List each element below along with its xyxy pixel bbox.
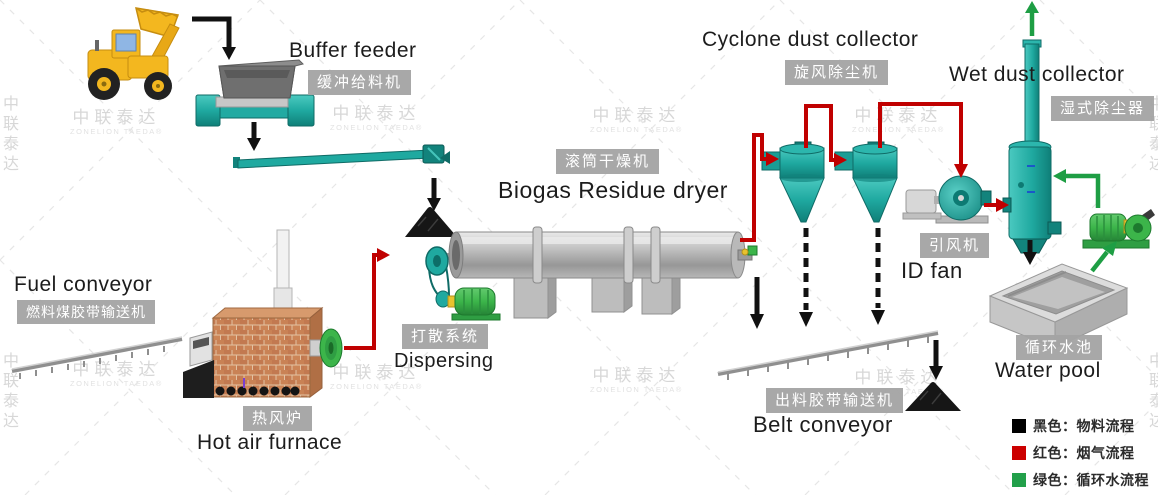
legend-row-material: 黑色：物料流程 [1012,416,1149,436]
label-wet-dust-collector-en: Wet dust collector [949,63,1125,86]
label-belt-conveyor-en: Belt conveyor [753,412,893,437]
label-id-fan-en: ID fan [901,258,963,283]
legend-row-water: 绿色：循环水流程 [1012,470,1149,490]
product-pile [905,382,961,411]
water-flow-swatch [1012,473,1026,487]
label-dispersing-en: Dispersing [394,350,494,372]
label-dryer-en: Biogas Residue dryer [498,177,728,203]
label-water-pool-zh: 循环水池 [1016,335,1103,361]
output-belt-conveyor-illustration [717,330,939,380]
flow-arrows-water [1025,1,1117,273]
label-cyclone-dust-collector-zh: 旋风除尘机 [785,60,889,86]
label-hot-air-furnace-zh: 热风炉 [243,406,313,432]
flow-arrows-material [192,16,1037,380]
label-wet-dust-collector-zh: 湿式除尘器 [1051,96,1155,122]
water-pump-illustration [1082,209,1155,249]
label-dispersing-zh: 打散系统 [402,324,489,350]
material-pile [405,207,457,237]
flue-gas-flow-swatch [1012,446,1026,460]
buffer-feeder-illustration [195,59,315,127]
id-fan-illustration [902,175,992,224]
label-belt-conveyor-zh: 出料胶带输送机 [766,388,904,414]
flow-legend: 黑色：物料流程 红色：烟气流程 绿色：循环水流程 [1012,416,1149,490]
dispersing-system-illustration [425,246,501,321]
label-water-pool-en: Water pool [995,359,1101,382]
label-buffer-feeder-en: Buffer feeder [289,39,417,62]
label-buffer-feeder-zh: 缓冲给料机 [308,70,412,96]
label-cyclone-dust-collector-en: Cyclone dust collector [702,28,919,51]
label-fuel-conveyor-zh: 燃料煤胶带输送机 [17,300,155,325]
legend-label: 黑色：物料流程 [1033,418,1135,434]
hot-air-furnace-illustration [183,229,343,398]
drum-dryer-illustration [448,226,758,319]
label-fuel-conveyor-en: Fuel conveyor [14,273,153,296]
label-dryer-zh: 滚筒干燥机 [556,149,660,175]
wheel-loader-illustration [87,7,180,100]
water-pool-illustration [988,263,1129,349]
label-id-fan-zh: 引风机 [920,233,990,259]
infeed-conveyor-illustration [233,144,450,169]
legend-row-flue-gas: 红色：烟气流程 [1012,443,1149,463]
fuel-conveyor-illustration [11,336,183,379]
flow-arrows-flue-gas [344,102,1009,350]
legend-label: 绿色：循环水流程 [1033,472,1149,488]
cyclone-1-illustration [761,141,825,223]
label-hot-air-furnace-en: Hot air furnace [197,431,343,454]
legend-label: 红色：烟气流程 [1033,445,1135,461]
cyclone-2-illustration [834,141,898,223]
material-flow-swatch [1012,419,1026,433]
